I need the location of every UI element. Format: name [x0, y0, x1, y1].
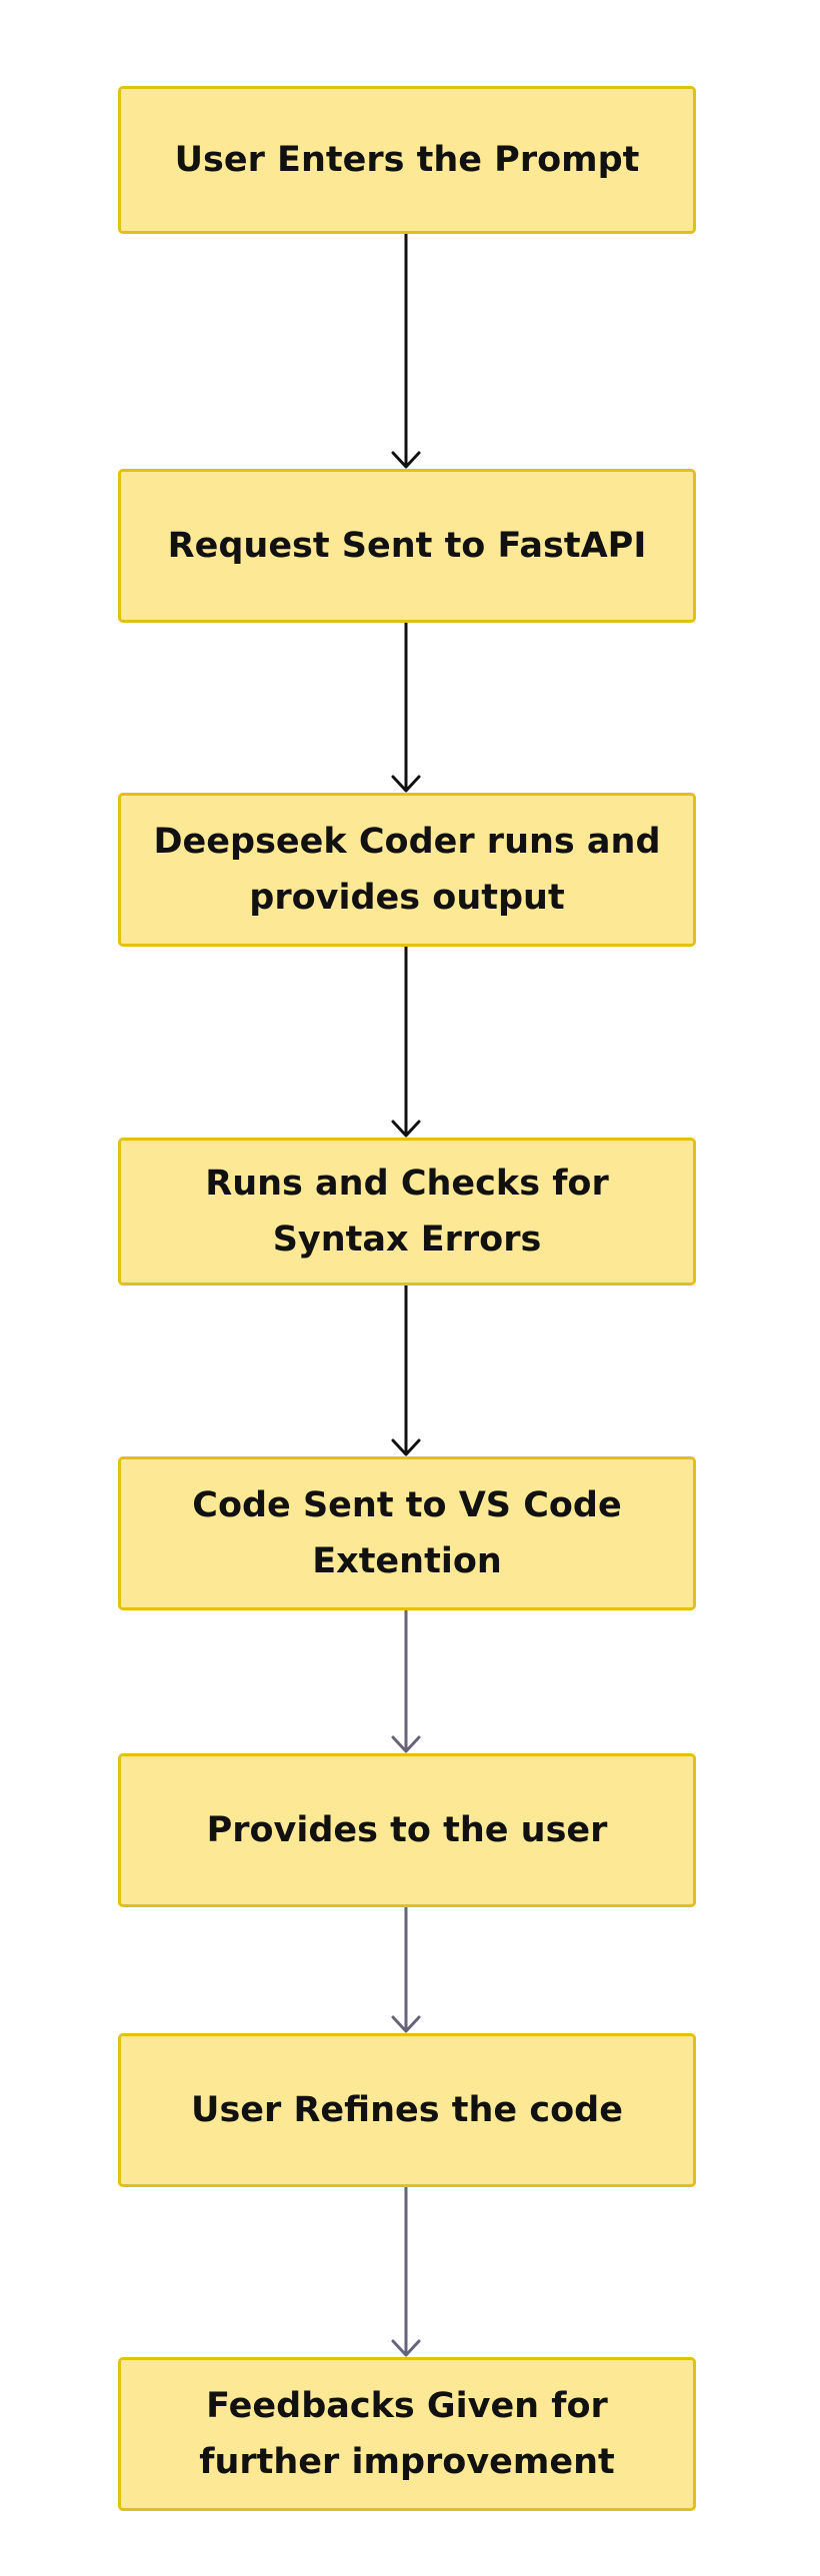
step-syntax-check: Runs and Checks for Syntax Errors: [118, 1138, 696, 1286]
connector-6: [391, 1907, 421, 2033]
step-code-sent-vscode: Code Sent to VS Code Extention: [118, 1456, 696, 1610]
connector-5: [391, 1610, 421, 1753]
connector-3: [391, 947, 421, 1138]
connector-5-arrowhead: [391, 1735, 421, 1753]
step-label: User Enters the Prompt: [174, 140, 640, 180]
connector-4-arrowhead: [391, 1438, 421, 1456]
step-deepseek-coder-runs: Deepseek Coder runs and provides output: [118, 793, 696, 947]
connector-6-arrowhead: [391, 2015, 421, 2033]
step-request-sent-fastapi: Request Sent to FastAPI: [118, 469, 696, 623]
step-user-refines-code: User Refines the code: [118, 2033, 696, 2187]
step-label: Request Sent to FastAPI: [167, 526, 647, 566]
step-label: Deepseek Coder runs and provides output: [153, 822, 661, 918]
connector-4: [391, 1286, 421, 1456]
connector-2: [391, 623, 421, 793]
step-label: Feedbacks Given for further improvement: [199, 2386, 615, 2482]
connector-2-arrowhead: [391, 775, 421, 793]
step-label: Code Sent to VS Code Extention: [192, 1485, 622, 1581]
step-user-enters-prompt: User Enters the Prompt: [118, 86, 696, 234]
step-provides-to-user: Provides to the user: [118, 1753, 696, 1907]
connector-1-arrowhead: [391, 451, 421, 469]
connector-1: [391, 234, 421, 469]
connector-3-arrowhead: [391, 1120, 421, 1138]
step-label: Provides to the user: [206, 1810, 608, 1850]
step-label: User Refines the code: [191, 2090, 623, 2130]
step-label: Runs and Checks for Syntax Errors: [205, 1164, 609, 1260]
connector-7-arrowhead: [391, 2339, 421, 2357]
connector-7: [391, 2187, 421, 2357]
step-feedback-given: Feedbacks Given for further improvement: [118, 2357, 696, 2511]
